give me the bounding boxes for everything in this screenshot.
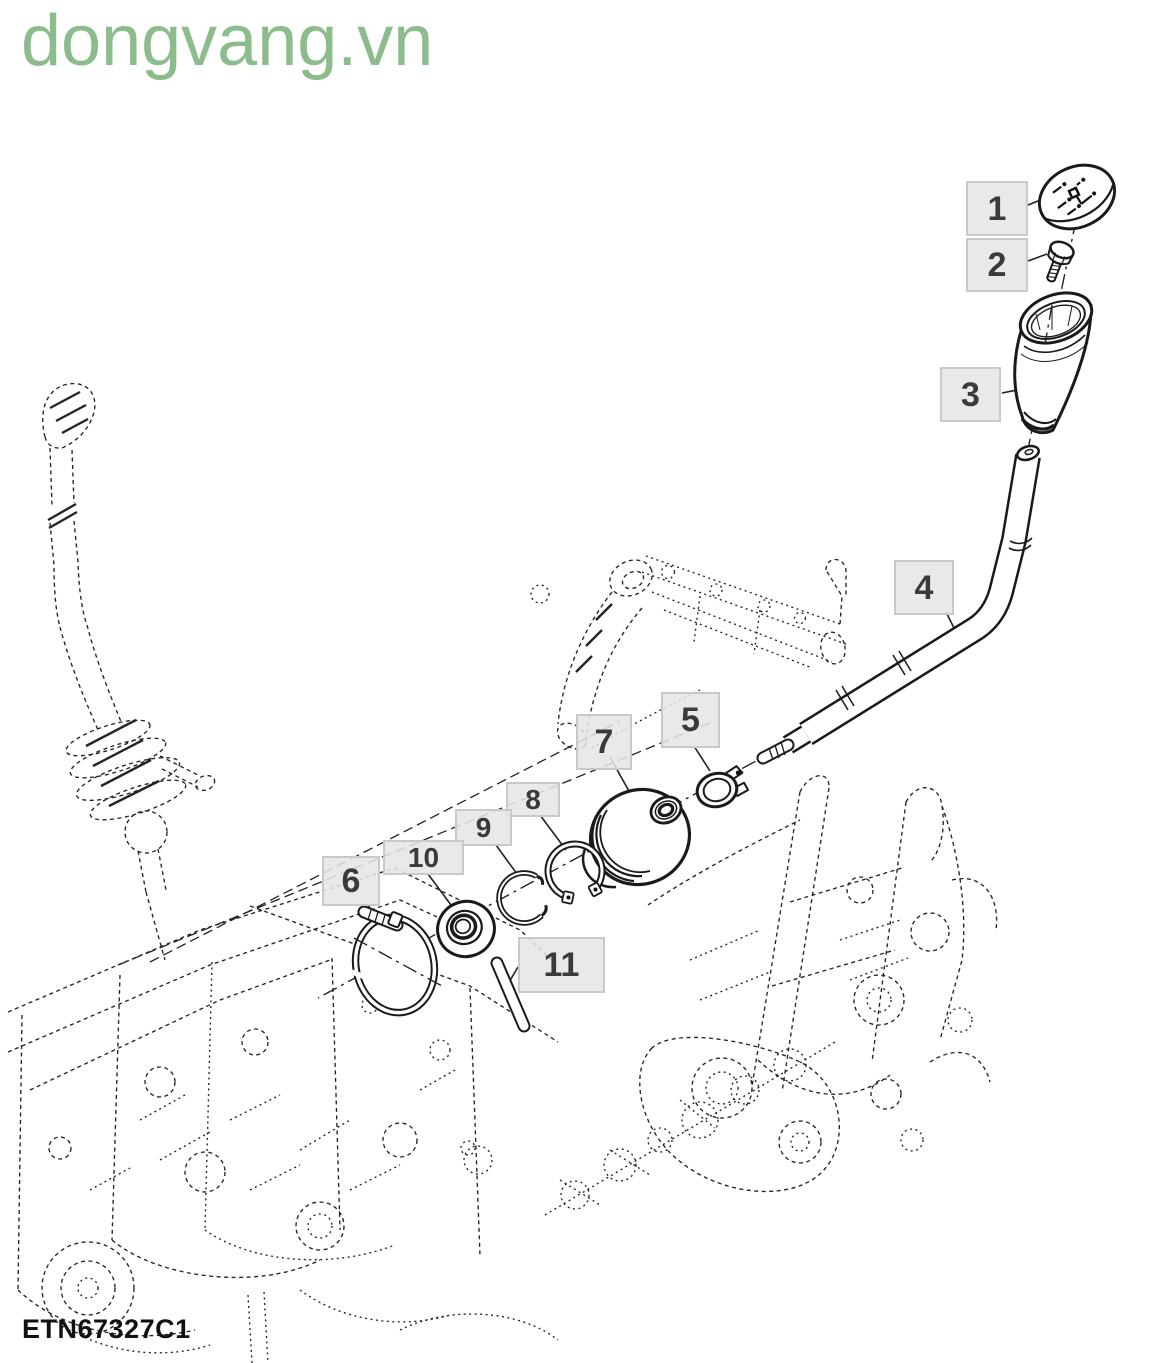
callout-8-label: 8 xyxy=(525,783,541,815)
callout-2-label: 2 xyxy=(987,246,1007,284)
callout-6-label: 6 xyxy=(341,862,361,900)
part-retaining-ring xyxy=(544,840,606,905)
figure-code: ETN67327C1 xyxy=(22,1314,191,1344)
shift-pattern-icon xyxy=(1052,177,1097,216)
callout-3: 3 xyxy=(940,367,1001,422)
part-set-screw xyxy=(1046,240,1075,283)
callout-1: 1 xyxy=(966,181,1028,236)
callout-9: 9 xyxy=(455,809,512,846)
callout-2: 2 xyxy=(966,238,1028,292)
part-snap-ring xyxy=(496,870,548,926)
shift-housing-phantom xyxy=(544,775,998,1216)
leader-lines xyxy=(367,196,1049,985)
part-lever xyxy=(756,444,1041,765)
callout-10-label: 10 xyxy=(407,841,440,873)
watermark-text: dongvang.vn xyxy=(21,1,434,81)
part-knob-cap xyxy=(1037,163,1117,231)
axis-inside-clamp xyxy=(353,937,443,987)
assembled-lever-phantom xyxy=(42,382,216,961)
callout-4-label: 4 xyxy=(914,568,934,607)
callout-6: 6 xyxy=(322,856,380,906)
callout-1-label: 1 xyxy=(987,189,1007,228)
callout-7: 7 xyxy=(576,714,632,770)
part-boot xyxy=(581,787,692,889)
callout-11-label: 11 xyxy=(543,946,580,984)
part-bushing xyxy=(436,899,496,959)
callout-4: 4 xyxy=(894,560,954,615)
callout-8: 8 xyxy=(506,782,560,817)
callout-5-label: 5 xyxy=(681,701,700,739)
callout-10: 10 xyxy=(383,840,464,875)
part-knob xyxy=(1013,291,1094,435)
callout-11: 11 xyxy=(518,937,605,993)
callout-7-label: 7 xyxy=(594,723,614,761)
part-pin xyxy=(490,956,531,1033)
callout-3-label: 3 xyxy=(961,375,980,414)
callout-9-label: 9 xyxy=(475,811,492,843)
callout-5: 5 xyxy=(661,692,720,748)
part-clamp-large xyxy=(351,905,439,1017)
axis-lines xyxy=(317,191,1083,999)
part-clamp-small xyxy=(695,765,750,809)
